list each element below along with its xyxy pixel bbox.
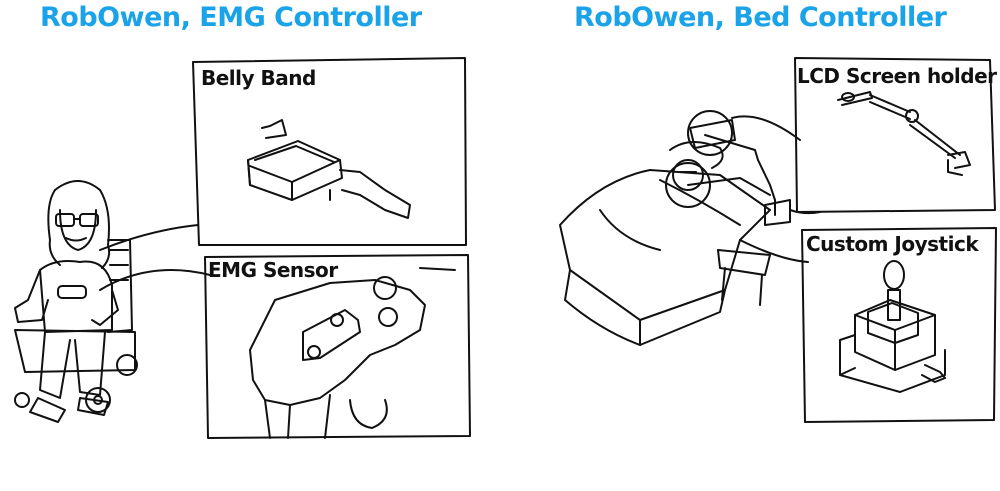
lcd-holder-drawing	[838, 92, 970, 175]
bed-scene	[560, 111, 820, 345]
connector-line	[100, 225, 198, 250]
joystick-drawing	[840, 261, 945, 392]
joystick-label: Custom Joystick	[806, 232, 978, 256]
emg-sensor-drawing	[250, 268, 455, 438]
person-in-wheelchair	[15, 181, 137, 422]
emg-sensor-label: EMG Sensor	[208, 258, 338, 282]
joystick-panel	[802, 228, 996, 422]
belly-band-label: Belly Band	[201, 66, 316, 90]
lcd-holder-label: LCD Screen holder	[797, 64, 997, 88]
belly-band-drawing	[248, 120, 410, 218]
